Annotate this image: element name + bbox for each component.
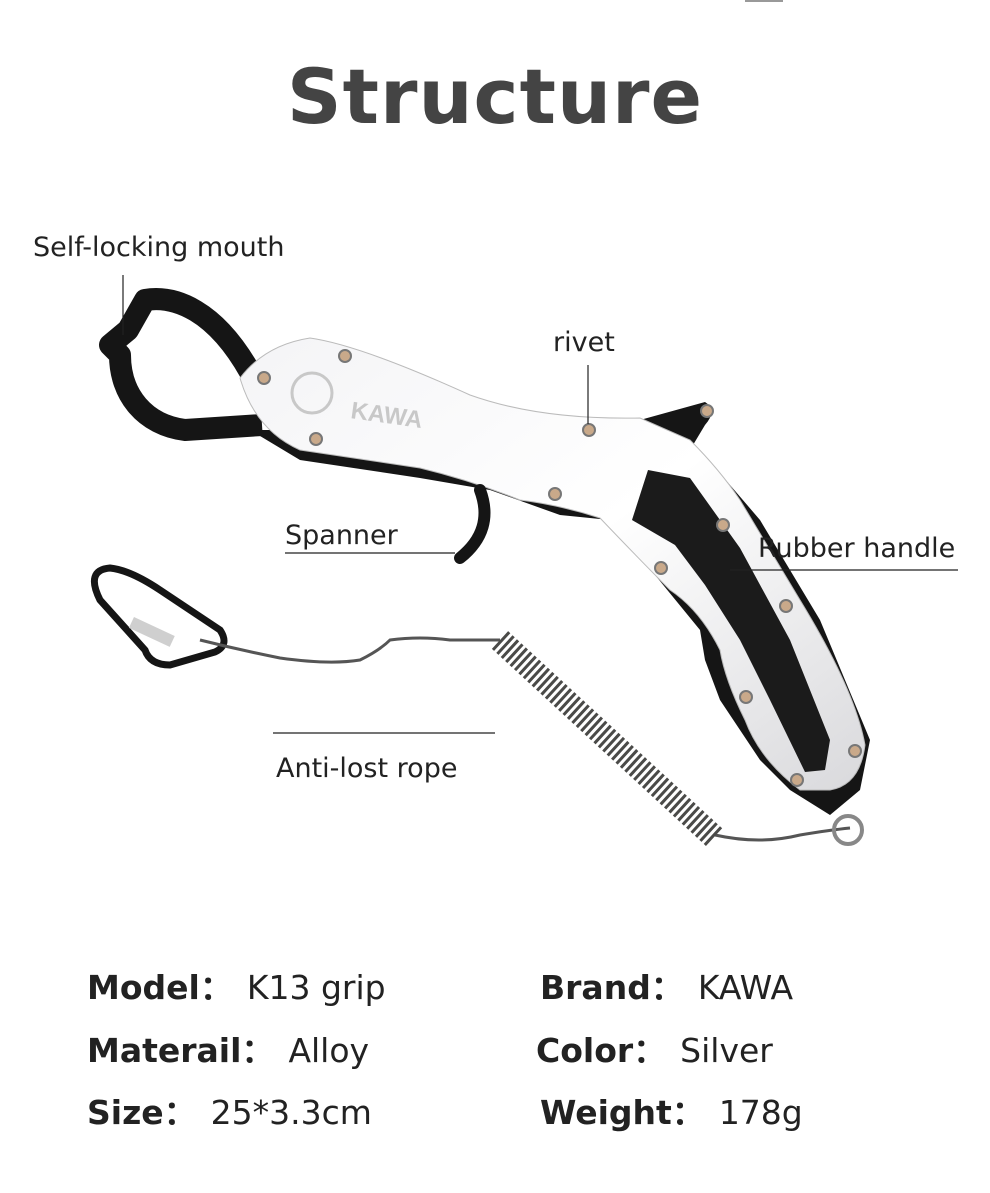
callout-self-locking-mouth: Self-locking mouth bbox=[33, 232, 285, 263]
callout-anti-lost-rope: Anti-lost rope bbox=[276, 753, 458, 784]
rivets bbox=[257, 349, 862, 787]
callout-rubber-handle: Rubber handle bbox=[758, 533, 956, 564]
grip-fin bbox=[640, 402, 712, 450]
spec-model: Model：K13 grip bbox=[87, 968, 386, 1007]
coil-spring bbox=[491, 631, 724, 847]
carabiner bbox=[90, 564, 228, 669]
carabiner-gate bbox=[128, 617, 175, 647]
split-ring bbox=[832, 814, 864, 846]
spec-color: Color：Silver bbox=[536, 1031, 773, 1070]
spec-size: Size：25*3.3cm bbox=[87, 1093, 372, 1132]
spec-brand: Brand：KAWA bbox=[540, 968, 794, 1007]
rubber-handle bbox=[632, 470, 830, 772]
spec-weight: Weight：178g bbox=[540, 1093, 803, 1132]
callout-spanner: Spanner bbox=[285, 520, 398, 551]
leader-lines bbox=[122, 275, 958, 734]
spanner-trigger bbox=[454, 484, 491, 564]
grip-body bbox=[239, 337, 866, 791]
callout-rivet: rivet bbox=[553, 327, 615, 358]
page-title: Structure bbox=[286, 52, 704, 141]
spec-material: Materail：Alloy bbox=[87, 1031, 370, 1070]
self-locking-jaw bbox=[99, 288, 263, 441]
kawa-logo-icon bbox=[290, 371, 334, 415]
top-edge-mark bbox=[745, 0, 783, 2]
